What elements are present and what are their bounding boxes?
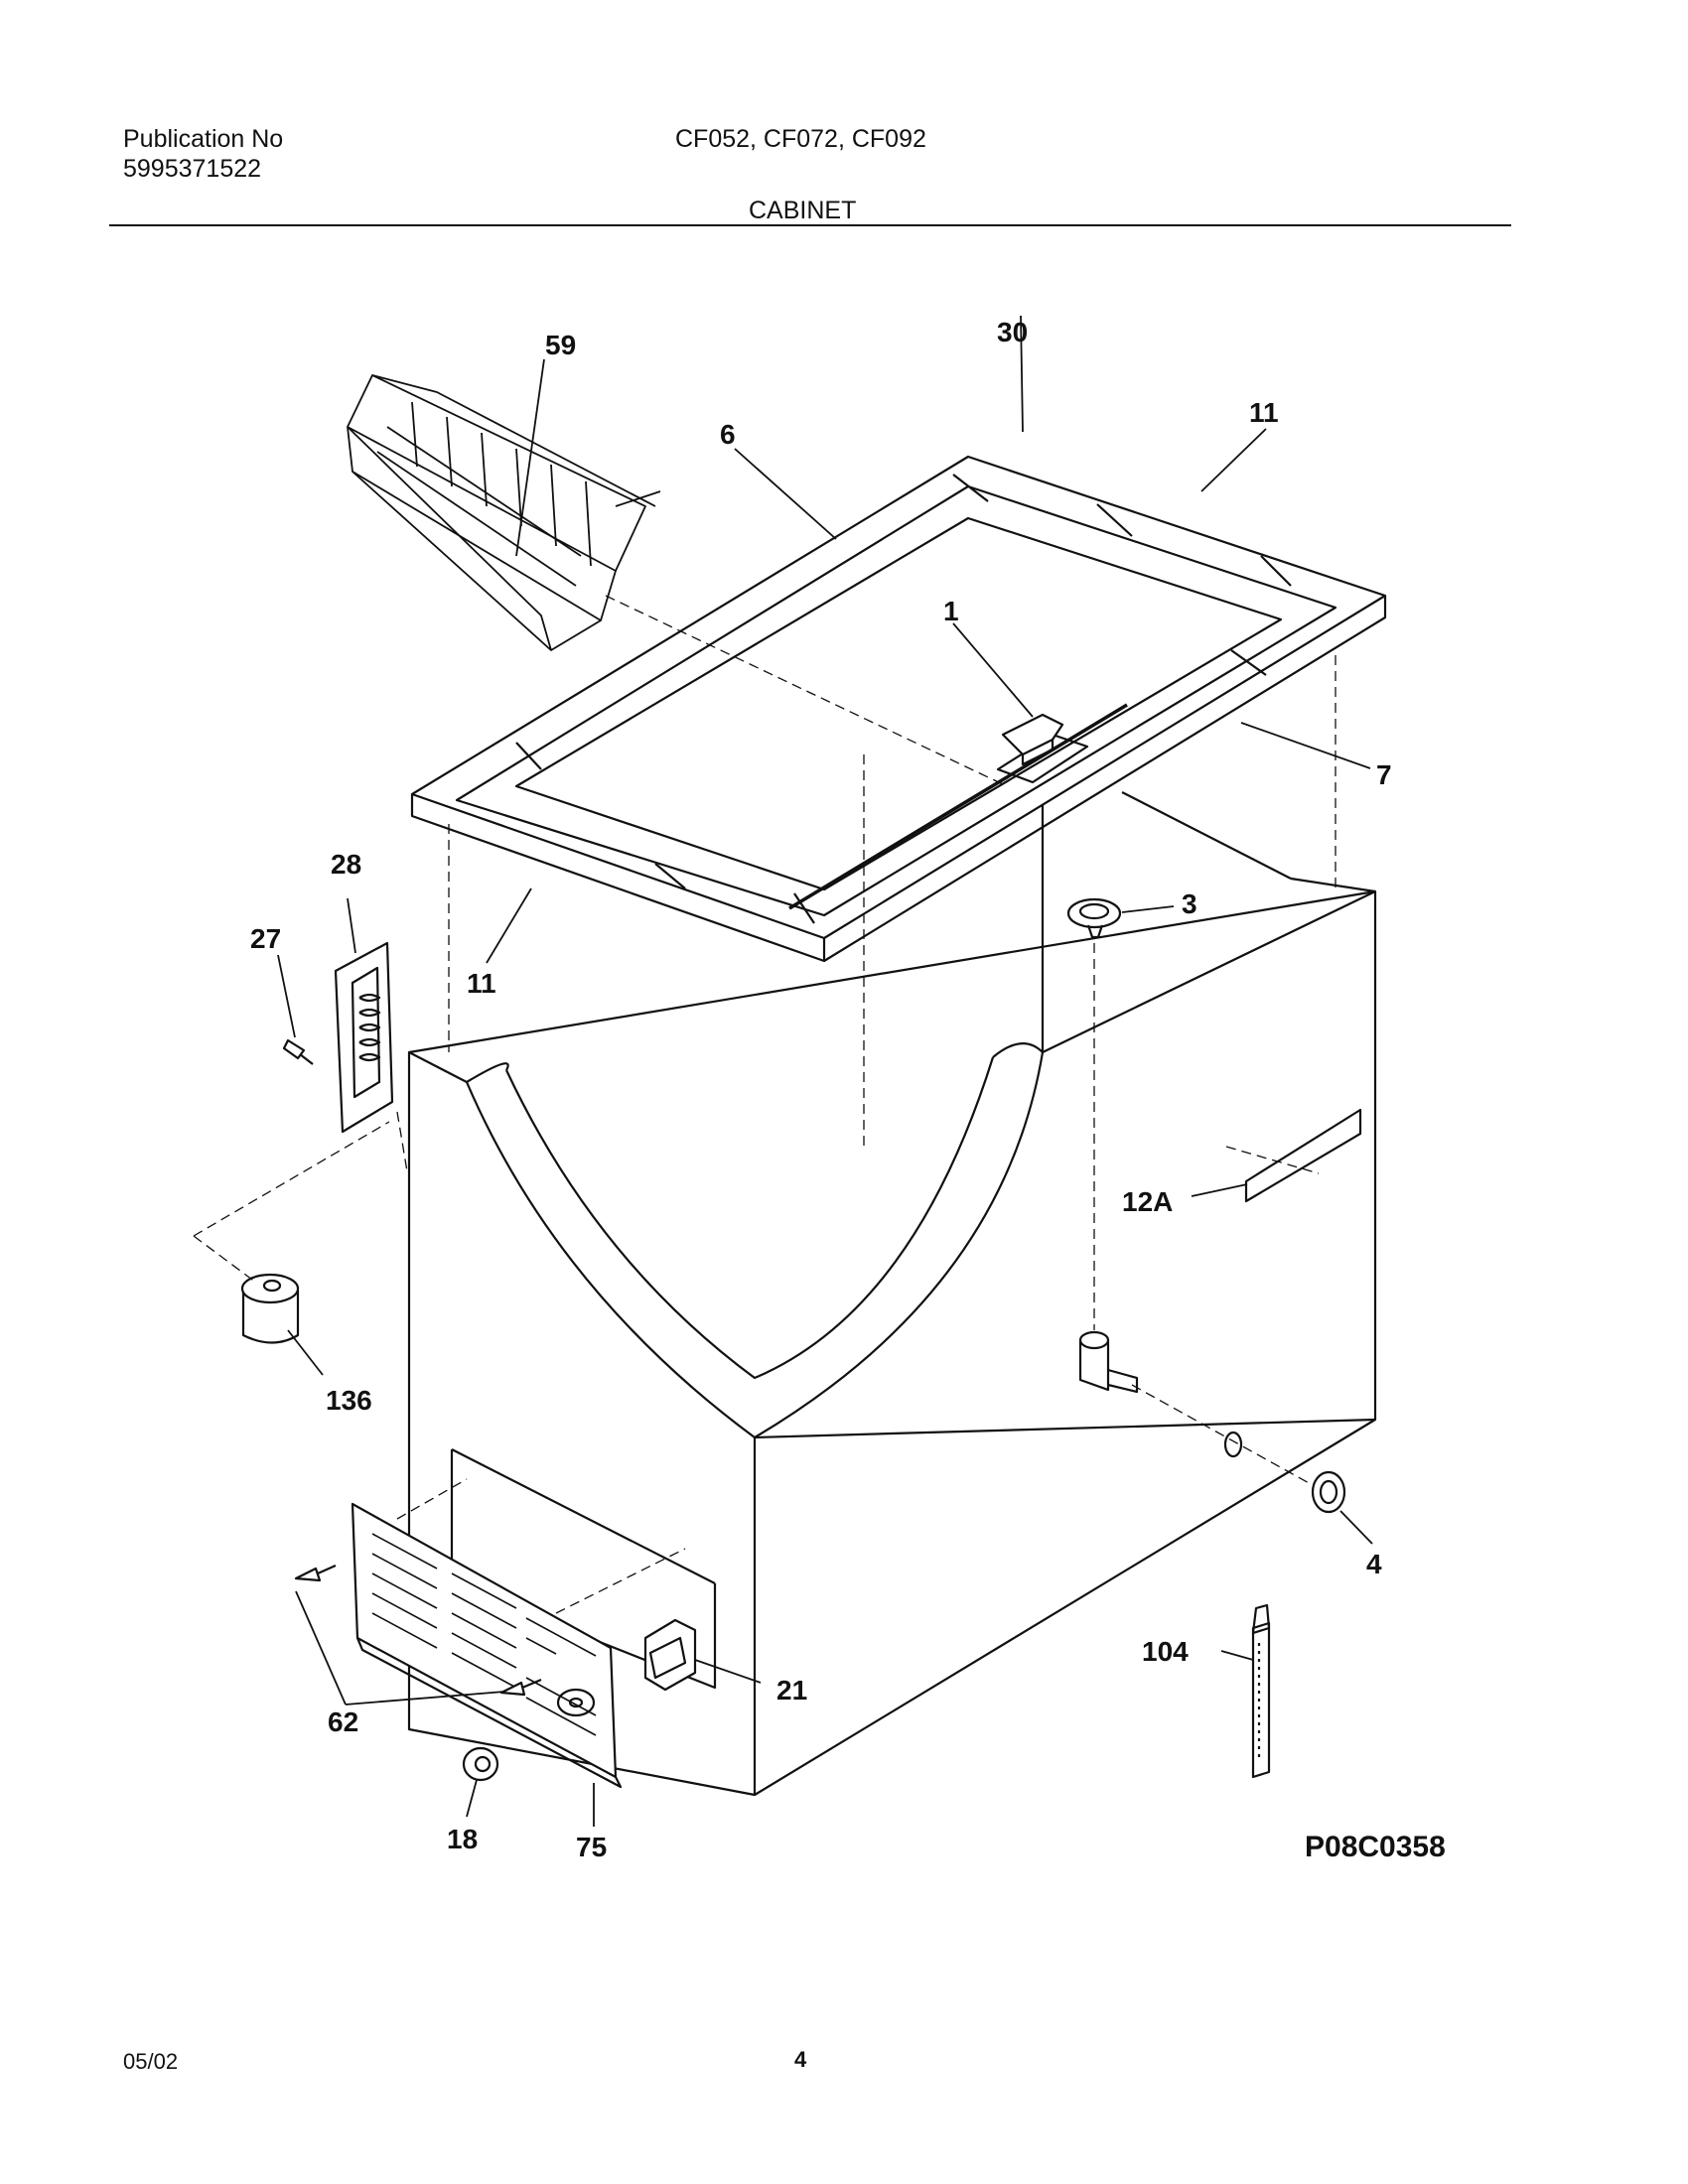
lid-hinge <box>334 941 394 1134</box>
thermometer <box>1251 1603 1271 1779</box>
section-title: CABINET <box>749 197 857 224</box>
drain-hole <box>1223 1431 1243 1458</box>
drawing-code: P08C0358 <box>1305 1831 1446 1863</box>
callout-21: 21 <box>776 1675 807 1706</box>
callout-30: 30 <box>997 317 1028 347</box>
relay-overload <box>643 1618 697 1692</box>
grille-screw <box>294 1564 337 1582</box>
grille-screw <box>499 1678 542 1697</box>
header-rule <box>109 224 1511 226</box>
callout-4: 4 <box>1366 1549 1382 1579</box>
hinge-screw <box>282 1038 314 1065</box>
callout-1: 1 <box>943 596 959 626</box>
grille <box>351 1502 623 1789</box>
callout-7: 7 <box>1376 759 1392 790</box>
publication-number: 5995371522 <box>123 155 262 183</box>
callout-12a: 12A <box>1122 1186 1173 1217</box>
callout-62: 62 <box>328 1706 358 1737</box>
publication-label: Publication No <box>123 125 284 153</box>
serial-label <box>1244 1108 1362 1203</box>
callout-104: 104 <box>1142 1636 1189 1667</box>
callout-11-top: 11 <box>1249 397 1279 428</box>
footer-date: 05/02 <box>123 2049 179 2074</box>
grille-plug <box>462 1746 499 1782</box>
drain-cap <box>1311 1470 1346 1514</box>
callout-18: 18 <box>447 1824 478 1854</box>
callout-75: 75 <box>576 1832 607 1862</box>
wire-basket <box>347 374 661 651</box>
callout-6: 6 <box>720 419 736 450</box>
callout-27: 27 <box>250 923 281 954</box>
callout-11-bottom: 11 <box>467 968 496 999</box>
callout-136: 136 <box>326 1385 372 1416</box>
cabinet-body <box>407 754 1377 1797</box>
lid-latch <box>1001 713 1064 766</box>
callout-3: 3 <box>1182 888 1197 919</box>
model-numbers: CF052, CF072, CF092 <box>675 125 926 153</box>
drain-tube <box>1078 1330 1139 1394</box>
lid-gasket-frame <box>410 455 1387 963</box>
cabinet-foot <box>240 1273 300 1344</box>
page-number: 4 <box>794 2047 807 2072</box>
callout-59: 59 <box>545 330 576 360</box>
drain-plug <box>1066 897 1122 939</box>
callout-28: 28 <box>331 849 361 880</box>
